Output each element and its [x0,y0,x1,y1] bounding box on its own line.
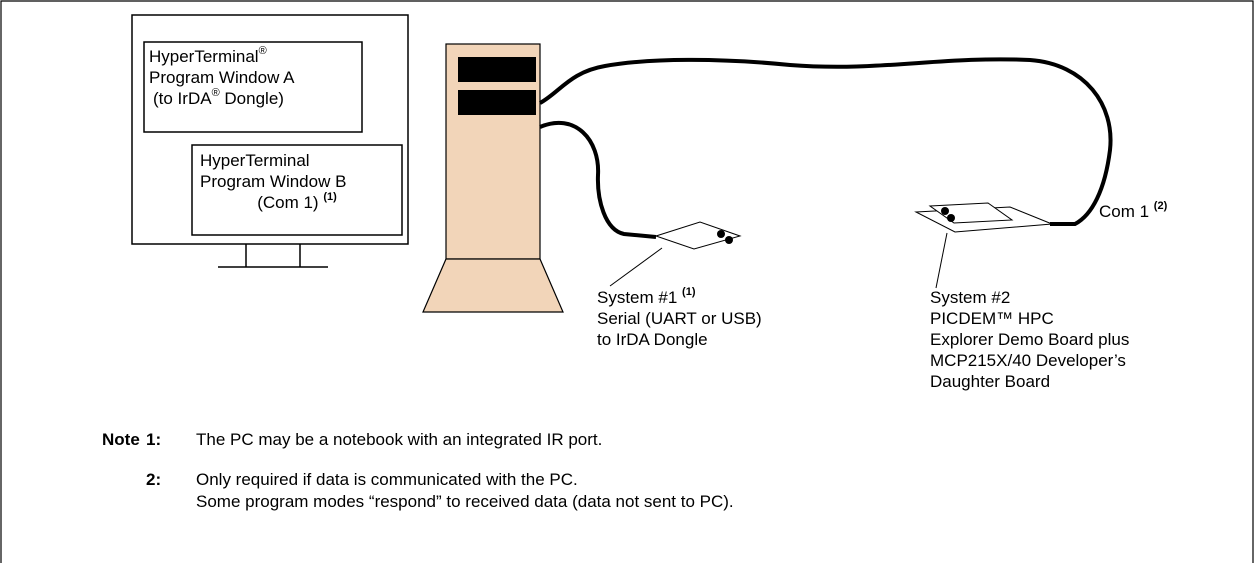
window-b-line2: Program Window B [200,172,347,191]
board-led-2 [947,214,955,222]
note-1-text: The PC may be a notebook with an integra… [196,430,603,449]
window-b-line1: HyperTerminal [200,151,310,170]
window-a-line3-pre: (to IrDA [153,89,212,108]
window-b-line3-note: (1) [323,191,337,204]
note-heading: Note [102,430,140,449]
window-a-title-reg: ® [258,45,267,58]
com1-text: Com 1 [1099,202,1154,221]
system2-pointer [935,232,948,289]
system2-line4: MCP215X/40 Developer’s [930,351,1126,370]
system1-title: System #1 [597,288,683,307]
system2-label: System #2 PICDEM™ HPC Explorer Demo Boar… [930,287,1129,392]
window-b-line3-text: (Com 1) [257,193,324,212]
window-a-line3-post: Dongle) [219,89,284,108]
drive-bay-2 [458,90,536,115]
window-a-title: HyperTerminal [149,47,259,66]
system1-line2: Serial (UART or USB) [597,309,762,328]
window-a-line3: (to IrDA® Dongle) [149,88,295,109]
board-led-1 [941,207,949,215]
com1-label: Com 1 (2) [1099,201,1167,222]
window-a-line1: HyperTerminal® [149,46,295,67]
system1-dongle [654,221,742,250]
window-a-label: HyperTerminal® Program Window A (to IrDA… [149,46,295,109]
system2-line3: Explorer Demo Board plus [930,330,1130,349]
window-a-line3-reg: ® [211,87,220,100]
drive-bay-1 [458,57,536,82]
dongle-led-1 [717,230,725,238]
dongle-cable [539,120,657,239]
pc-tower-base [422,258,564,313]
dongle-led-2 [725,236,733,244]
com1-cable [538,57,1113,226]
note-2-number: 2: [146,470,162,489]
system1-pointer [609,247,663,287]
system2-line2: PICDEM™ HPC [930,309,1054,328]
note-2-text-line2: Some program modes “respond” to received… [196,492,734,511]
system2-line1: System #2 [930,288,1011,307]
system1-line1: System #1 (1) [597,287,762,308]
system1-line3: to IrDA Dongle [597,330,708,349]
window-b-label: HyperTerminal Program Window B (Com 1) (… [192,150,402,213]
system1-note: (1) [682,286,696,299]
note-2-text-line1: Only required if data is communicated wi… [196,470,578,489]
note-1-number: 1: [146,430,162,449]
window-b-box [191,144,403,236]
window-a-box [143,41,363,133]
window-b-line3: (Com 1) (1) [192,192,402,213]
system2-line5: Daughter Board [930,372,1051,391]
window-a-line2: Program Window A [149,68,295,87]
system1-label: System #1 (1) Serial (UART or USB) to Ir… [597,287,762,350]
com1-note: (2) [1153,200,1168,213]
